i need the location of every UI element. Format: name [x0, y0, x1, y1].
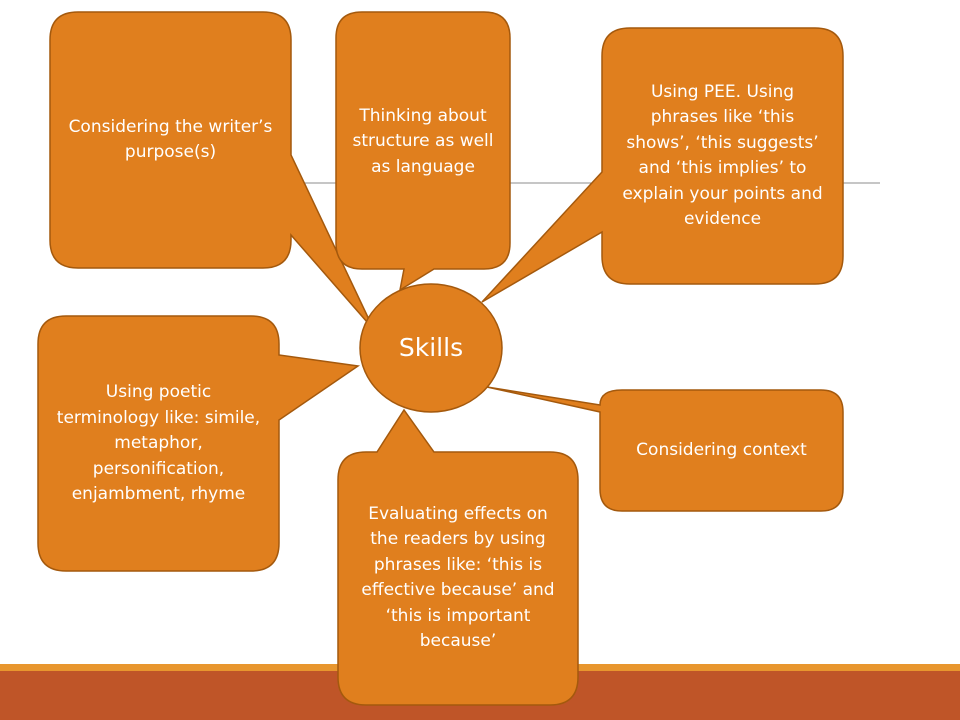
callout-evaluating-effects — [337, 408, 579, 706]
callout-structure-text: Thinking about structure as well as lang… — [352, 105, 494, 177]
center-node — [359, 283, 503, 413]
center-node-label: Skills — [398, 333, 464, 362]
callout-structure — [335, 11, 511, 292]
callout-writers-purpose-text: Considering the writer’s purpose(s) — [68, 116, 273, 163]
callout-context-text: Considering context — [636, 440, 807, 461]
callout-poetic-terminology — [37, 315, 361, 572]
callout-pee-text: Using PEE. Using phrases like ‘this show… — [622, 81, 823, 230]
callout-pee — [481, 27, 844, 303]
callout-context — [486, 386, 844, 512]
callout-writers-purpose — [49, 11, 375, 331]
callout-poetic-terminology-text: Using poetic terminology like: simile, m… — [56, 382, 261, 505]
callout-evaluating-effects-text: Evaluating effects on the readers by usi… — [361, 503, 555, 652]
